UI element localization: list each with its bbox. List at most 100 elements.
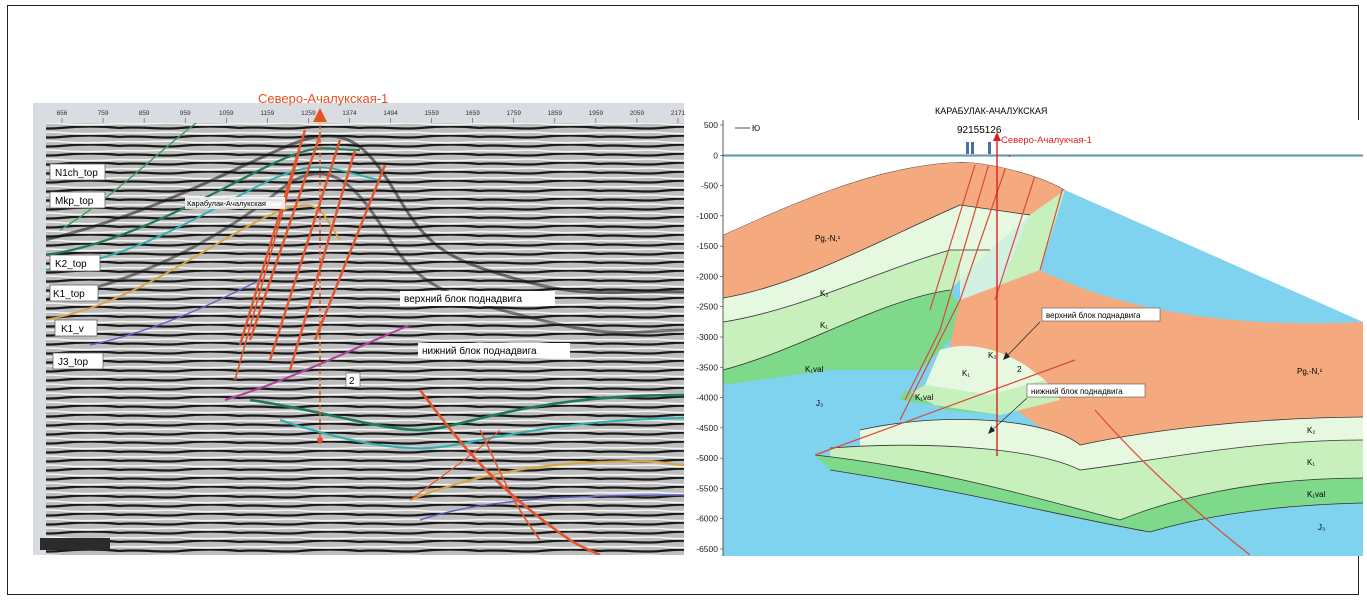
y-tick-label: -1000: [696, 211, 718, 221]
section-well-name: Северо-Ачалукчая-1: [1001, 135, 1092, 146]
geologic-section: 500 0 -500 -1000 -1500 -2000 -2500 -3000 -3500 -4…: [696, 106, 1364, 556]
y-axis-ticks: 500 0 -500 -1000 -1500 -2000 -2500 -3000 -3500 -4…: [696, 120, 723, 554]
unit-label: J₃: [1318, 523, 1325, 532]
trace-tick-label: 2171: [671, 110, 686, 117]
unit-label: J₃: [816, 399, 823, 408]
horizon-line: [419, 494, 684, 521]
unit-label: K₁: [962, 369, 970, 378]
horizon-label: J3_top: [58, 357, 88, 368]
y-tick-label: -4000: [696, 393, 718, 403]
horizon-line: [249, 393, 684, 432]
horizon-label: Mkp_top: [55, 196, 94, 207]
horizon-line: [44, 147, 361, 257]
unit-k1val: [723, 290, 970, 385]
unit-label: K₁val: [915, 393, 933, 402]
seismic-well-name: Северо-Ачалукская-1: [258, 91, 388, 106]
trace-tick-label: 1759: [506, 110, 521, 117]
horizon-line: [44, 204, 341, 321]
y-tick-label: -6500: [696, 544, 718, 554]
trace-tick-label: 959: [180, 110, 191, 117]
section-title: КАРАБУЛАК-АЧАЛУКСКАЯ: [935, 106, 1047, 116]
unit-label: Pg,-N,¹: [815, 234, 841, 243]
unit-label: K₂: [1307, 426, 1315, 435]
horizon-label: N1ch_top: [55, 168, 98, 179]
trace-tick-label: 759: [98, 110, 109, 117]
unit-k1val: [900, 390, 1000, 415]
unit-k2: [925, 345, 1045, 395]
y-tick-label: -4500: [696, 423, 718, 433]
trace-tick-label: 1374: [342, 110, 357, 117]
upper-block-label: верхний блок поднадвига: [404, 293, 522, 305]
air-above-section: [723, 157, 1363, 322]
horizon-line: [279, 417, 684, 450]
well-marker-icon: [313, 108, 327, 122]
y-tick-label: -2500: [696, 302, 718, 312]
y-tick-label: -1500: [696, 241, 718, 251]
lower-block-box: [1026, 383, 1146, 398]
fault-line: [409, 429, 501, 501]
trace-ruler: [33, 103, 684, 123]
scale-bar: [40, 538, 110, 550]
trace-ticks: 656 759 859 959 1059 1159 1259 1374 1494 1559 1659…: [57, 110, 686, 123]
y-tick-label: -500: [701, 181, 718, 191]
y-tick-label: -5000: [696, 453, 718, 463]
upper-block-box: [1041, 307, 1161, 322]
fault-line: [418, 389, 601, 555]
lower-block-label: нижний блок поднадвига: [1031, 387, 1123, 396]
unit-k1: [723, 250, 990, 370]
trace-tick-label: 1559: [424, 110, 439, 117]
anticline-label: Карабулак-Ачалукская: [187, 199, 266, 208]
fault-lines: [814, 154, 1251, 556]
unit-k2: [860, 417, 1363, 470]
zone-number: 2: [1017, 365, 1022, 374]
horizon-line: [44, 166, 381, 271]
trace-tick-label: 1259: [301, 110, 316, 117]
lower-block-label: нижний блок поднадвига: [422, 345, 537, 357]
trace-tick-label: 1959: [589, 110, 604, 117]
horizon-labels: N1ch_top Mkp_top K2_top K1_top K1_v J3_t…: [49, 163, 106, 370]
trace-tick-label: 656: [57, 110, 68, 117]
trace-tick-label: 859: [139, 110, 150, 117]
horizon-label: K2_top: [55, 259, 87, 270]
y-tick-label: -3500: [696, 362, 718, 372]
time-ruler: [33, 103, 46, 555]
wells-label: 92155126: [957, 125, 1002, 136]
y-tick-label: -2000: [696, 271, 718, 281]
trace-tick-label: 2059: [630, 110, 645, 117]
fault-line: [234, 149, 301, 381]
fault-line: [238, 129, 307, 346]
zone-number: 2: [349, 376, 355, 387]
y-tick-label: 0: [713, 150, 718, 160]
trace-tick-label: 1159: [260, 110, 274, 117]
fault-line: [313, 164, 387, 341]
horizon-line: [409, 460, 684, 501]
well-icons: [966, 142, 991, 154]
trace-tick-label: 1859: [548, 110, 563, 117]
unit-label: K₁val: [1307, 490, 1325, 499]
fault-line: [268, 139, 342, 361]
unit-k1: [900, 380, 1060, 415]
unit-label: K₁val: [805, 365, 823, 374]
fault-line: [288, 149, 357, 371]
fault-line: [248, 134, 322, 341]
y-tick-label: 500: [704, 120, 718, 130]
trace-tick-label: 1659: [465, 110, 480, 117]
upper-block-label: верхний блок поднадвига: [1046, 311, 1141, 320]
unit-k1val: [815, 455, 1363, 532]
unit-k1: [830, 440, 1363, 520]
trace-tick-label: 1494: [383, 110, 398, 117]
unit-label: K₁: [820, 321, 828, 330]
unit-label: K₂: [820, 289, 828, 298]
y-tick-label: -6000: [696, 514, 718, 524]
y-tick-label: -5500: [696, 483, 718, 493]
horizon-line: [89, 279, 261, 346]
y-tick-label: -3000: [696, 332, 718, 342]
unit-label: K₂: [988, 351, 996, 360]
direction-label: Ю: [752, 124, 760, 133]
trace-tick-label: 1059: [219, 110, 234, 117]
well-marker-icon: [993, 132, 1001, 141]
seismic-panel: 656 759 859 959 1059 1159 1259 1374 1494 1559 1659…: [33, 91, 686, 555]
horizon-label: K1_top: [53, 289, 85, 300]
horizon-line: [59, 119, 201, 231]
